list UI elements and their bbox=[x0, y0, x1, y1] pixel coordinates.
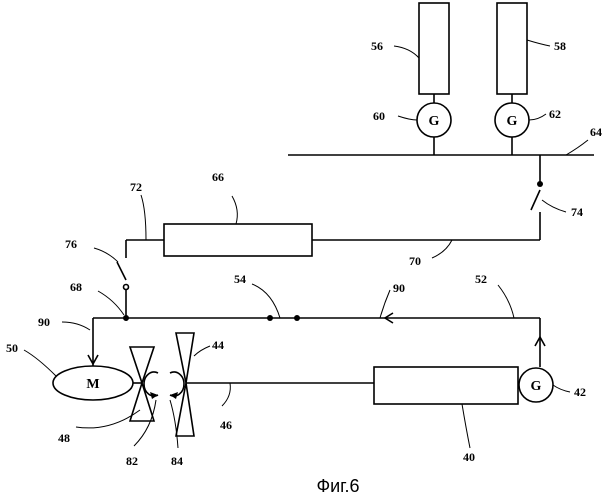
label-64: 64 bbox=[590, 125, 602, 139]
unit-56-box bbox=[419, 3, 449, 94]
leader-68 bbox=[98, 291, 124, 315]
label-76: 76 bbox=[65, 237, 77, 251]
leader-40 bbox=[462, 404, 470, 448]
unit-58-box bbox=[497, 3, 527, 94]
leader-72 bbox=[141, 195, 146, 240]
generator-42-symbol: G bbox=[531, 379, 542, 394]
leader-42 bbox=[553, 385, 570, 392]
label-62: 62 bbox=[549, 107, 561, 121]
leader-70 bbox=[432, 240, 452, 258]
label-72: 72 bbox=[130, 180, 142, 194]
leader-62 bbox=[529, 114, 546, 120]
engine-40-box bbox=[374, 367, 518, 404]
leader-50 bbox=[24, 350, 56, 376]
label-70: 70 bbox=[409, 254, 421, 268]
label-84: 84 bbox=[171, 454, 183, 468]
leader-74 bbox=[542, 200, 566, 212]
leader-60 bbox=[398, 116, 417, 120]
generator-60-symbol: G bbox=[429, 114, 440, 129]
label-68: 68 bbox=[70, 280, 82, 294]
unit-66-box bbox=[164, 224, 312, 256]
label-58: 58 bbox=[554, 39, 566, 53]
label-48: 48 bbox=[58, 431, 70, 445]
leader-54 bbox=[252, 284, 280, 318]
propeller-44 bbox=[176, 333, 194, 436]
label-60: 60 bbox=[373, 109, 385, 123]
leader-76 bbox=[94, 248, 118, 262]
generator-62-symbol: G bbox=[507, 114, 518, 129]
junction-68 bbox=[123, 315, 129, 321]
label-44: 44 bbox=[212, 338, 224, 352]
label-66: 66 bbox=[212, 170, 224, 184]
leader-90-right bbox=[380, 290, 390, 318]
motor-50-symbol: M bbox=[86, 377, 99, 392]
switch-74-blade bbox=[531, 190, 540, 210]
label-50: 50 bbox=[6, 341, 18, 355]
leader-46 bbox=[222, 383, 230, 406]
node-54a bbox=[267, 315, 273, 321]
rotation-84-arrowhead bbox=[170, 392, 178, 399]
rotation-82-arrowhead bbox=[150, 392, 158, 399]
switch-74-node bbox=[537, 181, 543, 187]
label-56: 56 bbox=[371, 39, 383, 53]
switch-76-blade bbox=[117, 262, 126, 280]
figure-caption: Фиг.6 bbox=[316, 476, 359, 496]
label-54: 54 bbox=[234, 272, 246, 286]
leader-84 bbox=[170, 400, 178, 448]
label-40: 40 bbox=[463, 450, 475, 464]
leader-64 bbox=[566, 140, 588, 155]
label-82: 82 bbox=[126, 454, 138, 468]
leader-58 bbox=[527, 40, 550, 46]
switch-76-contact bbox=[124, 285, 129, 290]
label-52: 52 bbox=[475, 272, 487, 286]
label-46: 46 bbox=[220, 418, 232, 432]
leader-52 bbox=[498, 285, 514, 318]
leader-90-left bbox=[62, 322, 90, 330]
label-42: 42 bbox=[574, 385, 586, 399]
leader-56 bbox=[394, 46, 419, 58]
leader-66 bbox=[232, 196, 237, 224]
leader-44 bbox=[194, 346, 210, 356]
node-54b bbox=[294, 315, 300, 321]
label-90-right: 90 bbox=[393, 281, 405, 295]
label-90-left: 90 bbox=[38, 315, 50, 329]
label-74: 74 bbox=[571, 205, 583, 219]
